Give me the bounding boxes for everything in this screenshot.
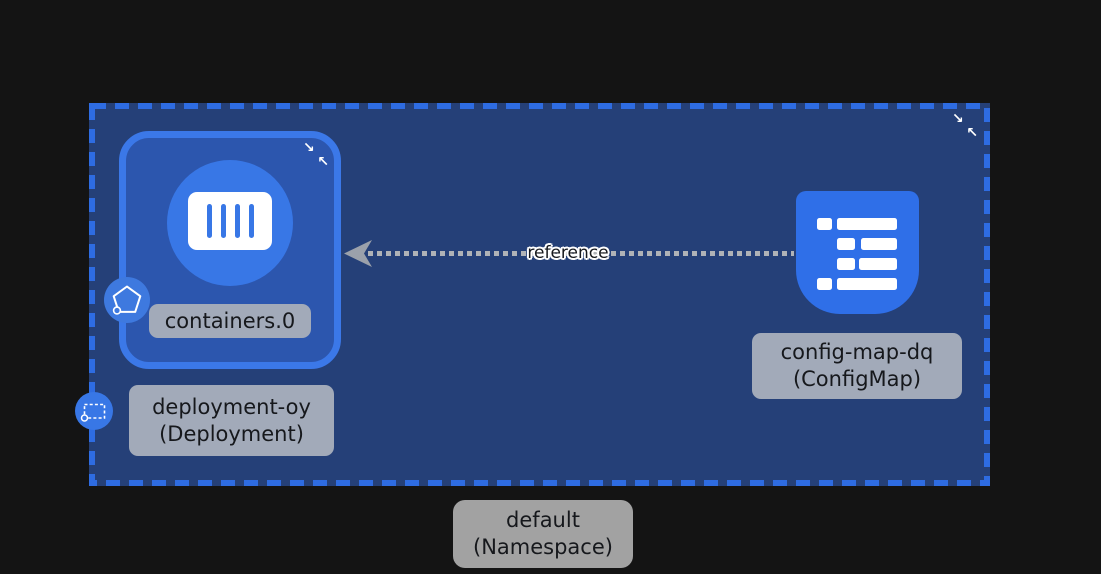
container-bar — [234, 204, 240, 238]
namespace-kind: (Namespace) — [473, 535, 613, 559]
configmap-name: config-map-dq — [780, 340, 934, 364]
configmap-node[interactable] — [796, 191, 919, 314]
configmap-kind: (ConfigMap) — [792, 367, 922, 391]
deployment-node[interactable]: ↘ ↖ containers.0 — [104, 131, 341, 369]
arrow-up-left-icon: ↖ — [966, 125, 978, 141]
pentagon-icon — [112, 285, 142, 315]
deployment-label[interactable]: deployment-oy (Deployment) — [129, 385, 334, 456]
container-label-text: containers.0 — [164, 308, 296, 333]
container-bar — [248, 204, 254, 238]
container-bar — [220, 204, 226, 238]
configmap-label[interactable]: config-map-dq (ConfigMap) — [752, 333, 962, 399]
arrow-down-right-icon: ↘ — [303, 140, 315, 156]
edge-label[interactable]: reference — [527, 243, 609, 263]
arrow-down-right-icon: ↘ — [952, 111, 964, 127]
container-icon — [188, 192, 272, 250]
edge-arrowhead-icon — [344, 240, 372, 267]
pod-badge[interactable] — [104, 277, 150, 323]
namespace-collapse-icon[interactable]: ↘ ↖ — [951, 112, 979, 140]
dashed-rectangle-icon — [80, 403, 106, 422]
arrow-up-left-icon: ↖ — [317, 154, 329, 170]
deployment-kind: (Deployment) — [159, 421, 304, 446]
namespace-group-default[interactable]: ↘ ↖ ↘ ↖ containers.0 — [75, 103, 990, 486]
deployment-collapse-icon[interactable]: ↘ ↖ — [302, 141, 330, 169]
container-label[interactable]: containers.0 — [149, 304, 311, 338]
namespace-name: default — [506, 508, 580, 532]
namespace-label[interactable]: default (Namespace) — [453, 500, 633, 568]
deployment-name: deployment-oy — [152, 394, 311, 419]
replicaset-badge[interactable] — [75, 392, 113, 430]
container-bar — [206, 204, 212, 238]
